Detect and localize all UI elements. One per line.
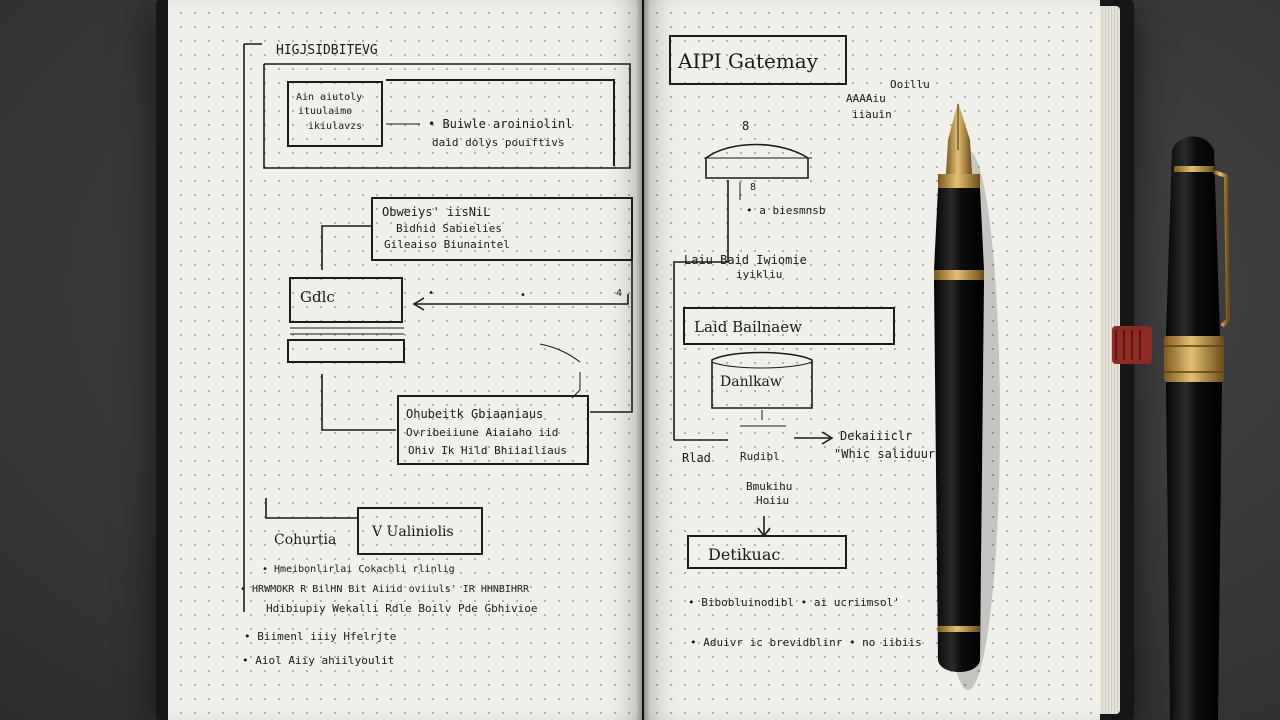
side-note-1: Dekaiiiclr [840,429,912,443]
gateway-node [705,143,809,179]
top-box-line-1: Ain aiutoly [296,92,362,103]
side-note-2: "Whic saliduurs [834,447,942,461]
svg-text:4: 4 [616,288,622,299]
svg-text:•: • [428,288,434,299]
left-note-2: • HRWMOKR R BilHN Bit Aiiid oviiuls' IR … [240,584,530,595]
right-diagram: AIPI Gatemay Ooillu AAAAiu iiauin 8 8 • … [669,35,942,649]
bottom-box [357,507,483,555]
cache-box [289,277,403,323]
bottom-box-label: V Ualiniolis [371,524,454,540]
svg-text:•: • [520,290,526,301]
processing-line-2: Ovribeiiune Aiaiaho iid [406,426,558,439]
right-page [644,0,1100,720]
left-header: HIGJSIDBITEVG [276,43,378,58]
page-edges [1100,6,1120,714]
top-box [287,81,383,147]
api-gateway-box [669,35,847,85]
cache-label: Gdlc [300,288,335,306]
book-gutter [636,0,650,720]
left-diagram: HIGJSIDBITEVG Ain aiutoly ituulaimo ikiu… [240,43,633,667]
services-line-1: Obweiys' iisNiL [382,205,490,219]
note-pair-2: iyikliu [736,268,782,281]
destination-label: Detikuac [708,545,780,564]
left-note-4: • Biimenl iiiy Hfelrjte [244,630,396,643]
api-gateway-title: AIPI Gatemay [677,49,819,73]
flow-label-2: Rudibl [740,450,780,463]
destination-box [687,535,847,569]
database-label: Danlkaw [720,374,782,390]
flow-label-3: Bmukihu [746,480,792,493]
processing-line-1: Ohubeitk Gbiaaniaus [406,407,543,421]
footer-note-2: • Aduivr ic brevidblinr • no iibiis [690,636,922,649]
processing-line-3: Ohiv Ik Hild Bhiiailiaus [408,444,567,457]
services-line-2: Bidhid Sabielies [396,222,502,235]
svg-text:8: 8 [742,119,749,133]
load-balancer-box [683,307,895,345]
top-box-line-3: ikiulavzs [308,121,362,132]
fountain-pen-icon [934,102,1000,690]
top-note-line-2: daid dolys pouiftivs [432,136,564,149]
right-top-note-3: iiauin [852,108,892,121]
services-line-3: Gileaiso Biunaintel [384,238,510,251]
bottom-left-label: Cohurtia [274,532,336,548]
processing-box [397,395,589,465]
right-top-note-1: Ooillu [890,78,930,91]
note-pair-1: Laiu Baid Iwiomie [684,253,807,267]
left-note-1: • Hmeibonlirlai Cokachli rlinlig [262,564,455,575]
flow-label-1: Rlad [682,451,711,465]
flow-label-4: Hoiiu [756,494,789,507]
top-box-line-2: ituulaimo [298,106,352,117]
top-note-line-1: • Buiwle aroiniolinl [428,117,573,131]
left-note-3: Hdibiupiy Wekalli Rdle Boilv Pde Gbhivio… [266,602,538,615]
load-balancer-label: Laid Bailnaew [694,318,802,336]
left-note-5: • Aiol Aiiy ahiilyoulit [242,654,394,667]
svg-text:8: 8 [750,182,756,193]
arrow-note-1: • a biesmnsb [746,204,825,217]
database-node [711,351,813,409]
footer-note-1: • Bibobluinodibl • ai ucriimsol' [688,596,900,609]
right-top-note-2: AAAAiu [846,92,886,105]
capped-pen-icon [1164,136,1231,720]
